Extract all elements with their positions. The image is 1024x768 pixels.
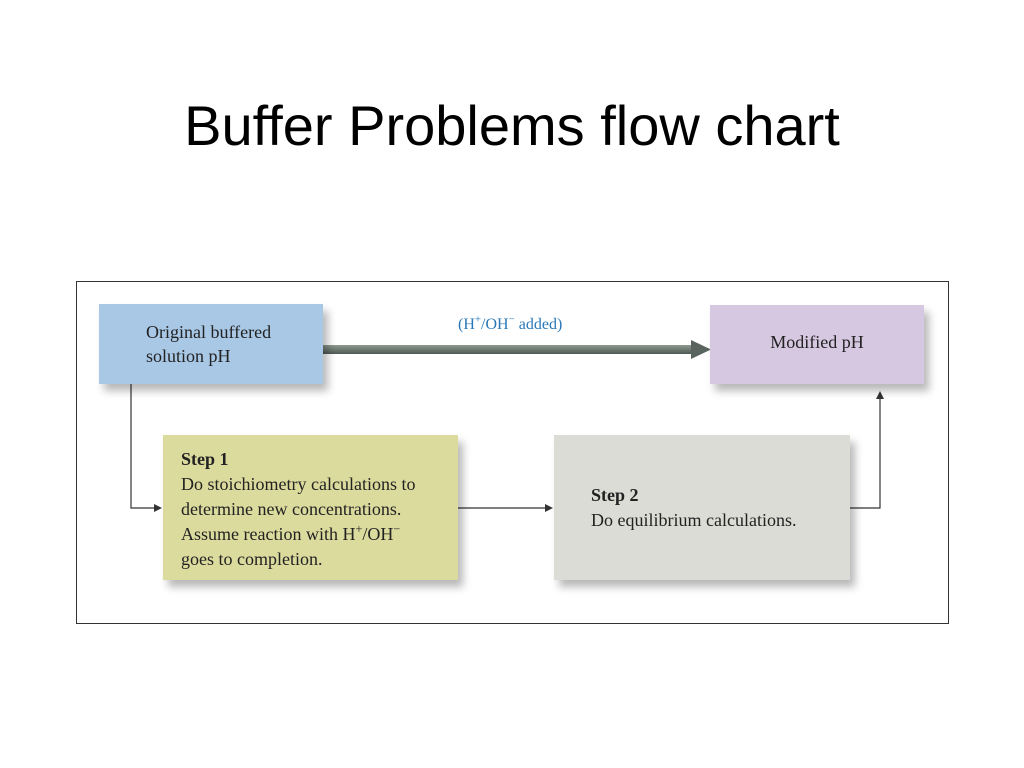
top-arrow-label: (H+/OH− added) (458, 313, 563, 334)
step1-line4: goes to completion. (181, 549, 323, 569)
modified-ph-box: Modified pH (710, 305, 924, 384)
main-arrow-head (691, 340, 711, 359)
step1-line2: determine new concentrations. (181, 499, 402, 519)
connector-original-to-step1-head (154, 504, 162, 512)
connector-step2-to-modified-head (876, 391, 884, 399)
connector-step2-to-modified-line (850, 398, 881, 509)
top-arrow-label-plus: + (474, 313, 482, 326)
step2-title: Step 2 (591, 485, 639, 505)
top-arrow-label-middle: /OH (481, 316, 509, 333)
main-arrow (323, 340, 711, 359)
step2-box: Step 2 Do equilibrium calculations. (554, 435, 850, 580)
connector-step2-to-modified (850, 391, 884, 509)
top-arrow-label-prefix: (H (458, 316, 475, 333)
step1-line3-plus: + (355, 522, 363, 536)
connector-step1-to-step2 (458, 504, 553, 512)
original-solution-box: Original buffered solution pH (99, 304, 323, 384)
top-arrow-label-suffix: added) (514, 316, 563, 333)
connector-original-to-step1 (130, 384, 162, 512)
step1-line3-prefix: Assume reaction with H (181, 524, 356, 544)
step2-line1: Do equilibrium calculations. (591, 510, 797, 530)
step1-line3-minus: − (393, 522, 401, 536)
connector-step1-to-step2-head (545, 504, 553, 512)
original-solution-line2: solution pH (146, 346, 231, 366)
step1-line3: Assume reaction with H+/OH− (181, 522, 458, 547)
step1-box: Step 1 Do stoichiometry calculations to … (163, 435, 458, 580)
step1-line1: Do stoichiometry calculations to (181, 474, 416, 494)
modified-ph-label: Modified pH (770, 332, 864, 352)
top-arrow-label-minus: − (508, 313, 515, 326)
main-arrow-shaft (323, 345, 693, 354)
connector-original-to-step1-line (130, 384, 155, 509)
step1-title: Step 1 (181, 449, 229, 469)
original-solution-line1: Original buffered (146, 322, 272, 342)
slide-title: Buffer Problems flow chart (184, 94, 840, 157)
step1-line3-middle: /OH (362, 524, 394, 544)
